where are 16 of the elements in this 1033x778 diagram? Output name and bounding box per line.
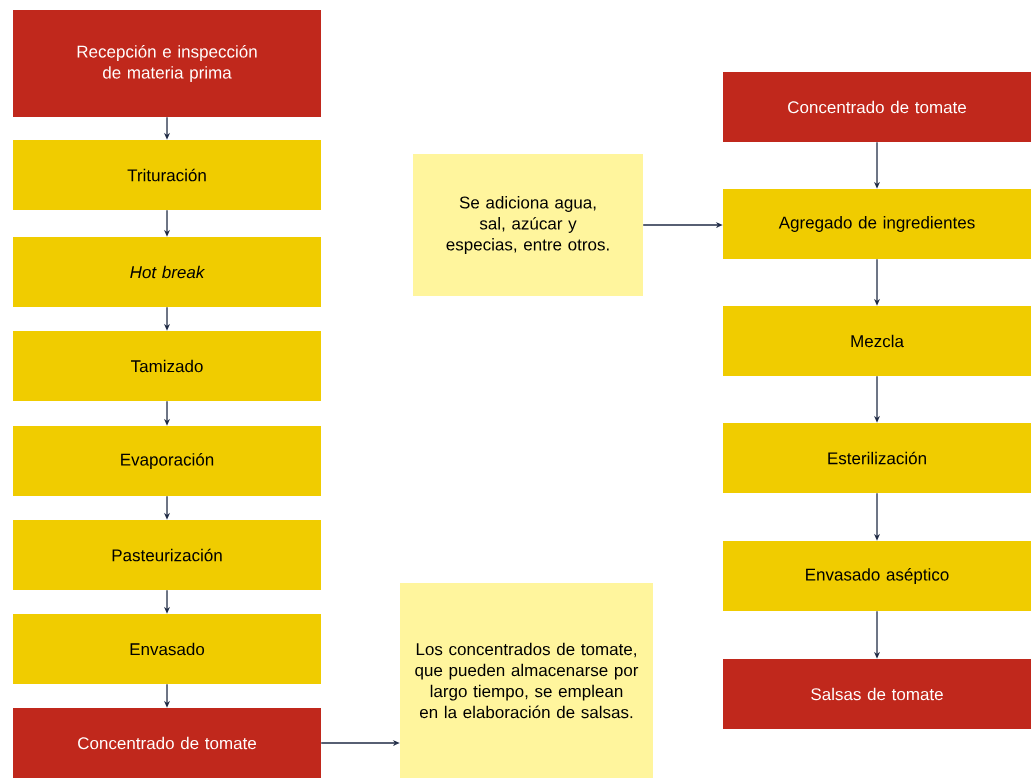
process-box: Trituración xyxy=(13,140,321,210)
flow-box: Salsas de tomate xyxy=(723,659,1031,729)
flow-box: Recepción e inspección de materia prima xyxy=(13,10,321,117)
process-box: Esterilización xyxy=(723,423,1031,493)
note-box: Se adiciona agua, sal, azúcar y especias, entre otros. xyxy=(413,154,643,296)
process-box: Hot break xyxy=(13,237,321,307)
process-box: Envasado aséptico xyxy=(723,541,1031,611)
process-box: Agregado de ingredientes xyxy=(723,189,1031,259)
flow-box: Concentrado de tomate xyxy=(13,708,321,778)
process-box: Tamizado xyxy=(13,331,321,401)
note-box: Los concentrados de tomate, que pueden almacenarse por largo tiempo, se emplean en la elaboración de salsas. xyxy=(400,583,653,778)
process-box: Pasteurización xyxy=(13,520,321,590)
process-box: Envasado xyxy=(13,614,321,684)
process-box: Mezcla xyxy=(723,306,1031,376)
flow-box: Concentrado de tomate xyxy=(723,72,1031,142)
process-box: Evaporación xyxy=(13,426,321,496)
